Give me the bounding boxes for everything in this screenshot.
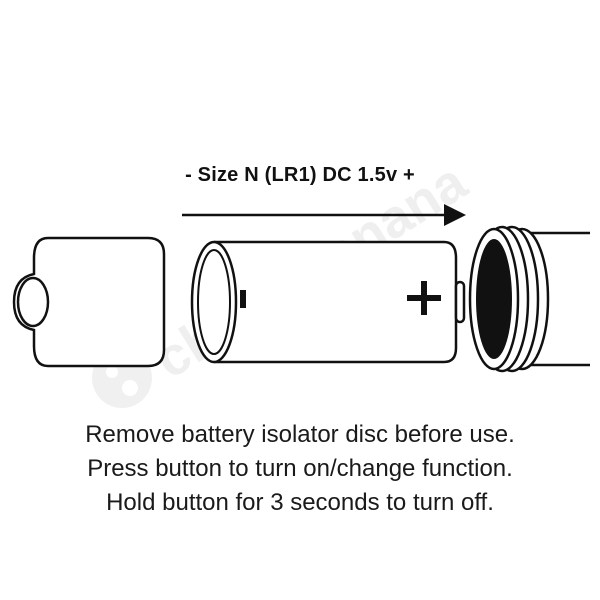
battery [190,240,466,364]
instruction-line: Remove battery isolator disc before use. [85,421,515,448]
negative-terminal-mark [240,290,246,308]
battery-compartment-opening [476,239,512,359]
battery-size-label: - Size N (LR1) DC 1.5v + [185,164,415,186]
insertion-arrow [182,204,466,226]
positive-terminal-mark [407,281,441,315]
instruction-line: Press button to turn on/change function. [87,455,513,482]
instructions-block: Remove battery isolator disc before use.… [0,418,600,520]
instruction-line: Hold button for 3 seconds to turn off. [106,489,494,516]
end-cap [12,236,166,368]
device-body [468,225,590,373]
